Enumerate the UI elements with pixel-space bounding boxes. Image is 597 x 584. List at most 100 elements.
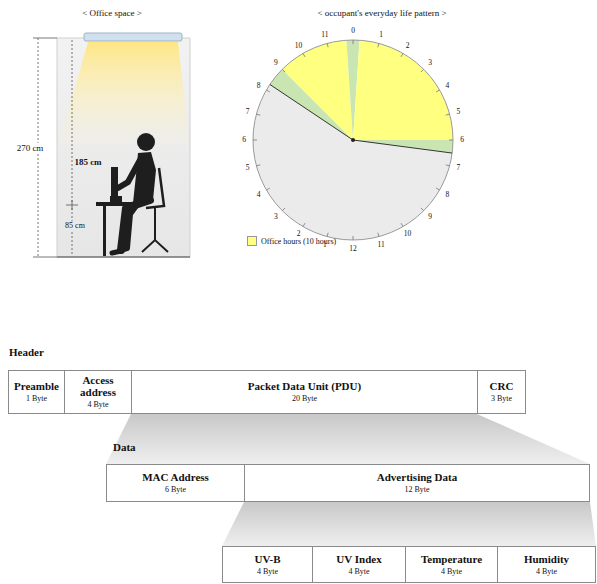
ceiling-lamp [84,33,182,41]
packet-field-box: CRC 3 Byte [477,370,526,414]
leg [121,200,150,250]
hour-number: 6 [459,136,465,145]
arm [118,160,140,188]
hour-tick [353,40,354,44]
packet-field-box: Temperature 4 Byte [405,546,498,583]
packet-field-box: UV Index 4 Byte [312,546,406,583]
hour-tick [421,69,424,72]
field-size: 12 Byte [404,485,429,495]
day-clock [253,40,453,240]
packet-field-box: Humidity 4 Byte [497,546,596,583]
hour-tick [303,53,305,56]
field-size: 4 Byte [87,400,108,410]
hour-number: 5 [245,164,251,173]
field-name: CRC [490,380,514,392]
legend-swatch [247,236,257,246]
hour-number: 3 [273,213,279,222]
time-sector [282,40,353,140]
hour-number: 9 [427,213,433,222]
hour-tick [253,140,257,141]
dimension-label: 85 cm [64,221,86,230]
expansion-fan [106,414,590,464]
field-name: Packet Data Unit (PDU) [248,380,361,392]
hour-tick [378,233,379,237]
hour-tick [282,69,285,72]
field-name: Access address [68,374,128,398]
hour-number: 10 [403,230,413,239]
field-name: MAC Address [142,471,209,483]
hour-number: 10 [294,41,304,50]
hour-tick [446,165,450,166]
hour-number: 7 [455,164,461,173]
legend-entry: Office hours (10 hours) [247,236,336,246]
light-cone [57,42,190,150]
hour-tick [436,188,439,190]
dimension-tick [33,257,57,258]
legend-text: Office hours (10 hours) [261,237,336,246]
field-name: Humidity [524,553,569,565]
dimension-line [72,208,73,255]
leg [127,203,138,248]
hour-tick [401,53,403,56]
sector-edge [353,140,452,153]
hour-tick [327,233,328,237]
field-size: 4 Byte [441,567,462,577]
time-sector [353,140,453,153]
hour-tick [449,140,453,141]
packet-field-box: Access address 4 Byte [64,370,132,414]
packet-field-box: Preamble 1 Byte [8,370,65,414]
field-size: 4 Byte [257,567,278,577]
foot [118,249,127,252]
field-size: 4 Byte [348,567,369,577]
hour-number: 2 [405,41,411,50]
hour-number: 11 [320,30,329,39]
section-heading: Header [8,346,45,359]
field-name: Temperature [421,553,482,565]
packet-field-box: Packet Data Unit (PDU) 20 Byte [131,370,478,414]
hour-tick [446,114,450,115]
hour-tick [327,43,328,47]
field-name: UV Index [336,553,381,565]
dimension-label: 185 cm [73,157,102,167]
hour-number: 12 [348,245,358,254]
room-wall [57,38,190,257]
floor-line [57,257,190,258]
hour-tick [378,43,379,47]
hour-number: 7 [245,107,251,116]
field-size: 4 Byte [536,567,557,577]
panel-title: < Office space > [81,8,143,18]
hour-tick [282,208,285,211]
hour-tick [256,165,260,166]
clock-center [351,138,355,142]
monitor [111,167,118,197]
hour-tick [256,114,260,115]
packet-field-box: Advertising Data 12 Byte [244,464,590,502]
field-size: 3 Byte [491,394,512,404]
field-size: 20 Byte [292,394,317,404]
field-name: Advertising Data [377,471,457,483]
chair-post [154,208,156,240]
hour-tick [266,188,269,190]
hour-number: 5 [455,107,461,116]
hour-tick [436,90,439,92]
dimension-tick [33,38,57,39]
hour-number: 4 [445,81,451,90]
field-name: UV-B [254,553,280,565]
field-size: 1 Byte [26,394,47,404]
field-name: Preamble [14,380,59,392]
hour-number: 3 [427,59,433,68]
hour-tick [401,223,403,226]
hour-number: 1 [378,30,384,39]
hour-tick [266,90,269,92]
hour-number: 6 [241,136,247,145]
hour-number: 8 [256,81,262,90]
dimension-tick [72,200,73,210]
hour-number: 9 [273,59,279,68]
chair-base [142,240,168,252]
desk-leg [103,206,106,256]
hour-number: 11 [377,241,386,250]
torso [133,152,156,203]
expansion-fan [222,502,596,546]
dimension-line [72,40,73,203]
